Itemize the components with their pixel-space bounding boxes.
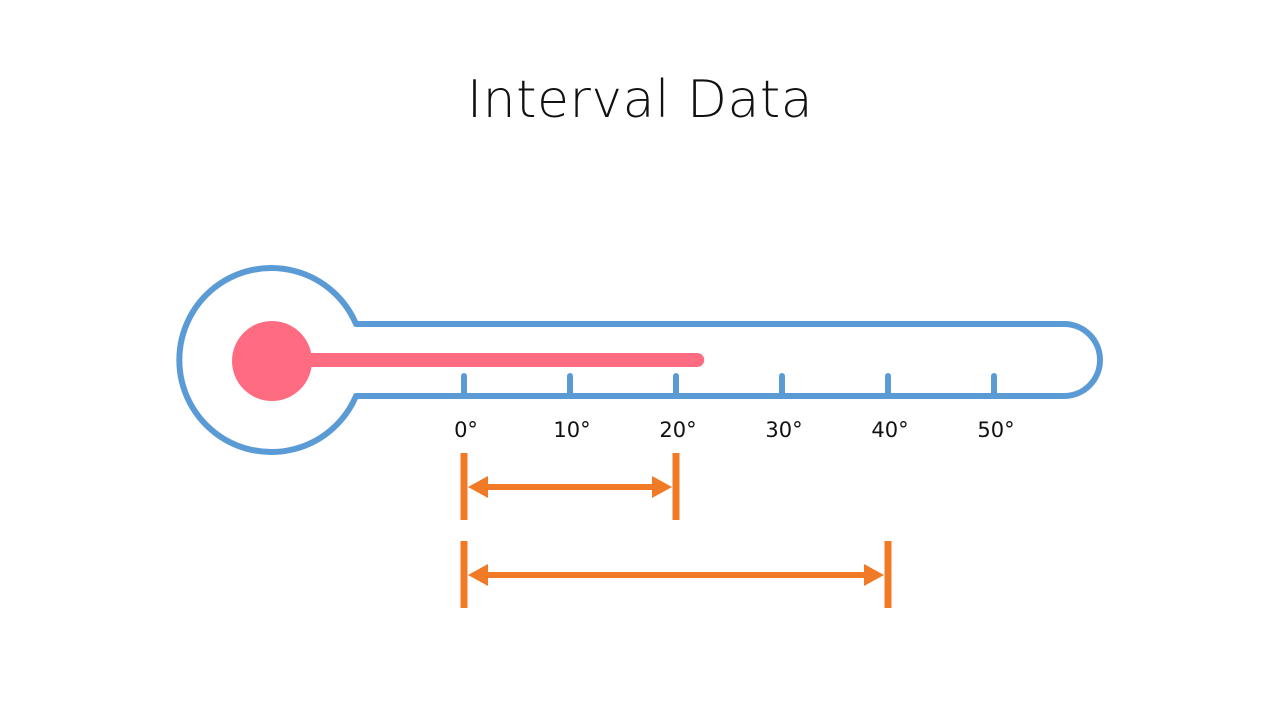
- scale-ticks: [461, 373, 997, 397]
- interval-arrows: [460, 453, 892, 608]
- arrowhead-left: [468, 564, 488, 586]
- tick-label: 50°: [977, 418, 1014, 442]
- thermometer-outline: [176, 265, 1103, 455]
- scale-labels: 0° 10° 20° 30° 40° 50°: [454, 418, 1015, 442]
- arrowhead-right: [652, 476, 672, 498]
- slide-title: Interval Data: [466, 70, 814, 130]
- interval-arrow: [460, 453, 680, 520]
- tick-label: 0°: [454, 418, 478, 442]
- arrowhead-right: [864, 564, 884, 586]
- arrowhead-left: [468, 476, 488, 498]
- interval-arrow: [460, 541, 892, 608]
- tick-label: 10°: [553, 418, 590, 442]
- tick-label: 30°: [765, 418, 802, 442]
- tick-label: 40°: [871, 418, 908, 442]
- tick-label: 20°: [659, 418, 696, 442]
